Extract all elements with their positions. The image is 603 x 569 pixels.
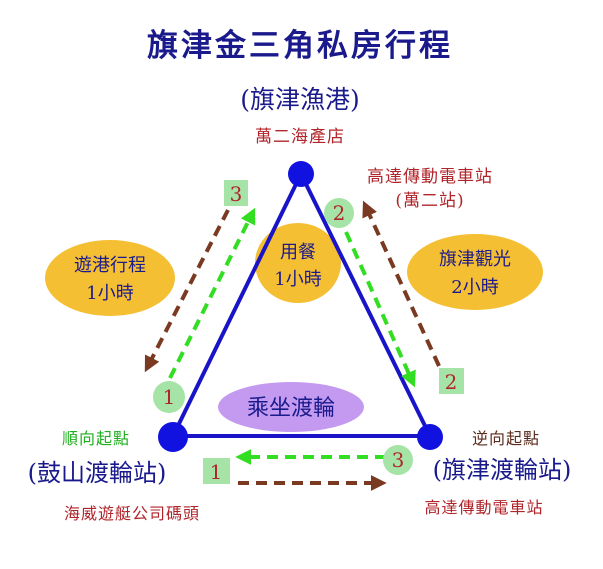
arrow-right-green: [344, 231, 416, 388]
activity-left-line2: 1小時: [86, 283, 133, 304]
activity-center-line1: 用餐: [280, 242, 316, 263]
node-right-dot: [417, 424, 443, 450]
step-badge-bottom-right: 3: [383, 445, 413, 475]
arrow-right-brown: [362, 200, 441, 367]
step-badge-left-upper: 3: [224, 180, 248, 206]
step-badge-left-upper-number: 3: [230, 182, 243, 206]
step-badge-left-lower: 1: [153, 381, 185, 413]
diagram-title: 旗津金三角私房行程: [147, 28, 453, 64]
node-left-dot: [158, 422, 188, 452]
node-left-tag: 順向起點: [62, 429, 130, 448]
node-right-name: (旗津渡輪站): [433, 456, 572, 484]
node-right-tag: 逆向起點: [472, 429, 540, 448]
node-left-name: (鼓山渡輪站): [28, 459, 167, 487]
top-right-station-line2: (萬二站): [395, 191, 464, 211]
arrow-left-green: [168, 207, 256, 379]
step-badge-bottom-left: 1: [203, 458, 230, 484]
ferry-label: 乘坐渡輪: [247, 396, 335, 421]
route-triangle: [171, 172, 432, 438]
step-badge-bottom-right-number: 3: [392, 448, 405, 472]
step-badge-right-lower-number: 2: [445, 370, 458, 394]
activity-right: 旗津觀光 2小時: [407, 234, 543, 310]
step-badge-right-upper: 2: [324, 198, 354, 228]
node-top-sub: 萬二海產店: [255, 127, 345, 147]
step-badge-right-lower: 2: [439, 368, 464, 394]
node-top-dot: [288, 161, 314, 187]
node-left-sub: 海威遊艇公司碼頭: [64, 504, 200, 523]
top-right-station-line1: 高達傳動電車站: [367, 167, 493, 187]
node-top-name: (旗津漁港): [240, 85, 360, 114]
ferry-oval: 乘坐渡輪: [218, 382, 364, 432]
activity-left-line1: 遊港行程: [74, 255, 146, 276]
step-badge-right-upper-number: 2: [333, 201, 346, 225]
node-right-sub: 高達傳動電車站: [424, 498, 543, 517]
activity-center: 用餐 1小時: [255, 223, 341, 303]
step-badge-bottom-left-number: 1: [210, 460, 223, 484]
arrow-left-brown: [144, 209, 230, 373]
step-badge-left-lower-number: 1: [163, 385, 176, 409]
activity-left: 遊港行程 1小時: [45, 240, 175, 316]
activity-center-line2: 1小時: [274, 269, 321, 290]
activity-right-line1: 旗津觀光: [439, 249, 511, 270]
activity-right-line2: 2小時: [451, 277, 498, 298]
